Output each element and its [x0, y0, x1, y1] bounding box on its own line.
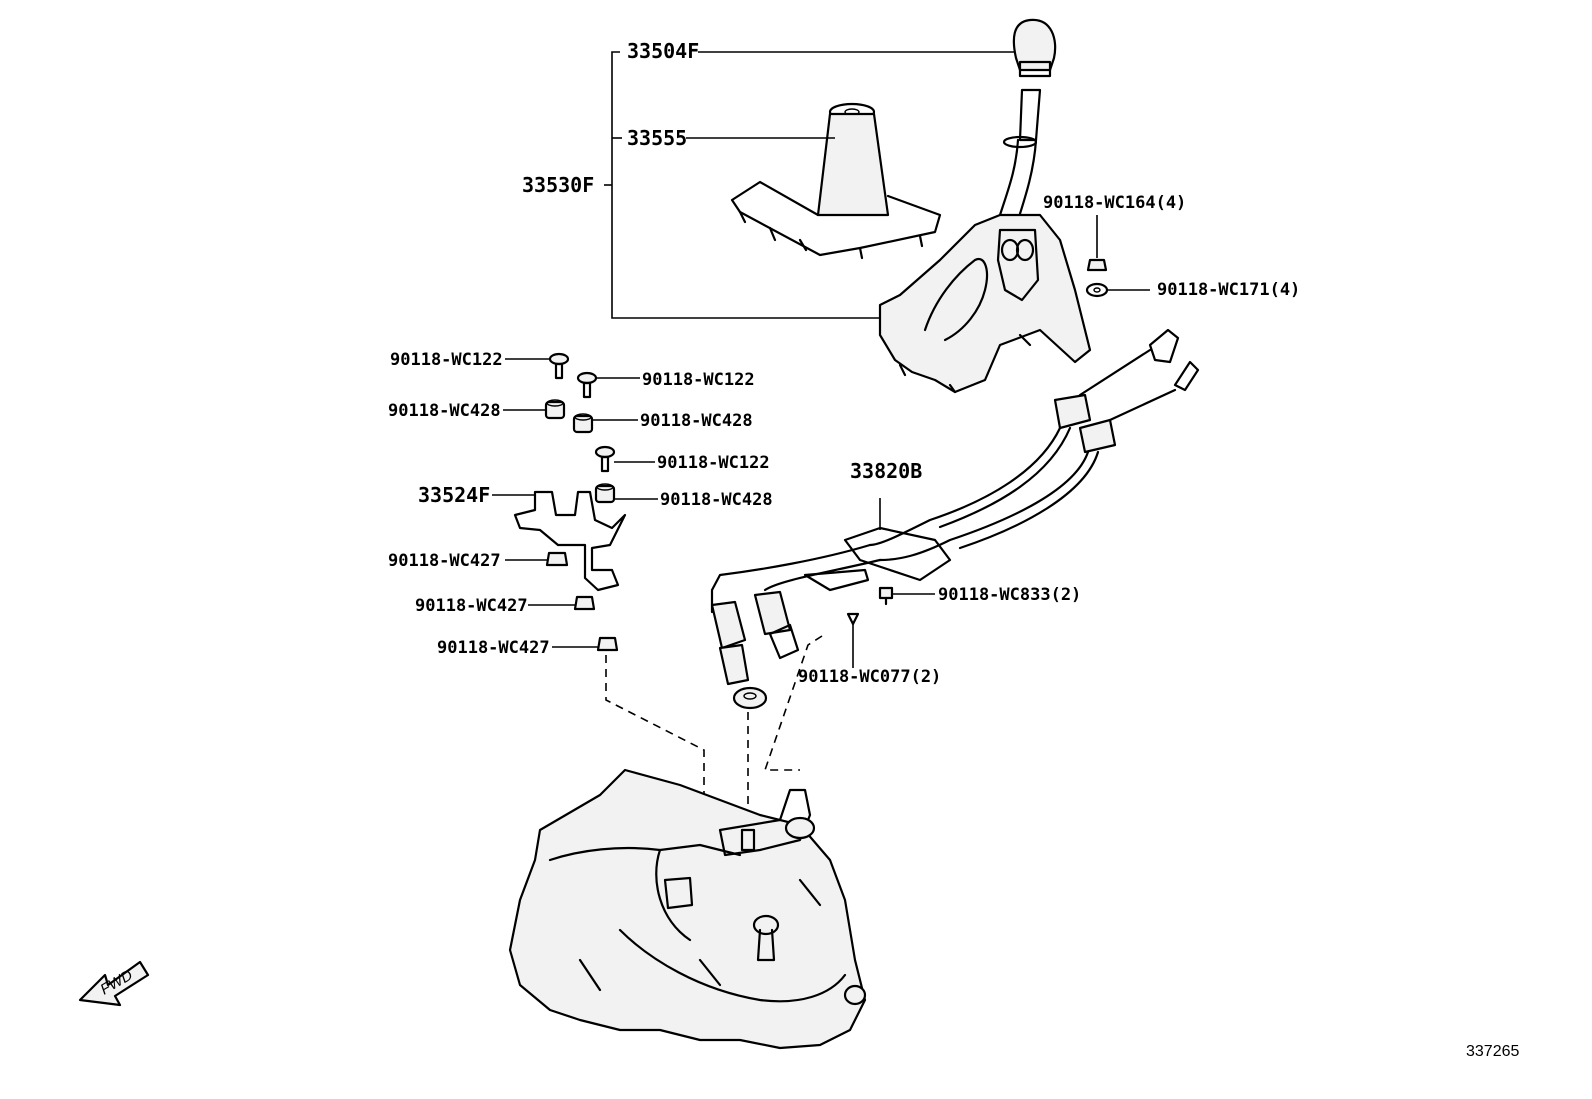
- label-shift-knob: 33504F: [627, 39, 699, 63]
- diagram-code: 337265: [1466, 1043, 1519, 1060]
- fwd-arrow-icon: FWD: [78, 960, 150, 1007]
- label-nut-c427-a: 90118-WC427: [388, 551, 501, 571]
- shift-lever-housing-drawing: [878, 213, 1092, 394]
- nut-c164-drawing: [1086, 215, 1108, 272]
- label-shift-lever-assy: 33530F: [522, 173, 594, 197]
- bush-c428-a-drawing: [503, 399, 566, 420]
- label-boot: 33555: [627, 126, 687, 150]
- shift-knob-drawing: [998, 18, 1057, 222]
- shift-boot-drawing: [730, 102, 942, 260]
- bush-c428-b-drawing: [572, 413, 638, 434]
- clip-c077-drawing: [846, 612, 860, 668]
- bush-c428-c-drawing: [594, 483, 658, 504]
- label-nut-c427-b: 90118-WC427: [415, 596, 528, 616]
- bracket-33524f-drawing: [492, 490, 627, 592]
- bolt-c122-a-drawing: [505, 352, 570, 380]
- label-bolt-c122-c: 90118-WC122: [657, 453, 770, 473]
- label-bush-c428-a: 90118-WC428: [388, 401, 501, 421]
- label-bush-c428-c: 90118-WC428: [660, 490, 773, 510]
- label-bolt-c122-b: 90118-WC122: [642, 370, 755, 390]
- label-bush-c428-b: 90118-WC428: [640, 411, 753, 431]
- label-bolt-c122-a: 90118-WC122: [390, 350, 503, 370]
- bolt-c122-b-drawing: [576, 371, 640, 399]
- label-bolt-c833: 90118-WC833(2): [938, 585, 1081, 605]
- label-nut-c164: 90118-WC164(4): [1043, 193, 1186, 213]
- installation-leaders: [605, 635, 823, 825]
- label-clip-c077: 90118-WC077(2): [798, 667, 941, 687]
- washer-c171-drawing: [1085, 282, 1150, 298]
- nut-c427-c-drawing: [552, 636, 619, 652]
- label-cable-assy: 33820B: [850, 459, 922, 483]
- label-nut-c427-c: 90118-WC427: [437, 638, 550, 658]
- labels: 33504F 33555 33530F 90118-WC164(4) 90118…: [388, 39, 1519, 1060]
- shift-lever-assembly-bracket: [604, 51, 888, 319]
- bolt-c833-drawing: [878, 586, 935, 606]
- bolt-c122-c-drawing: [594, 445, 655, 473]
- label-bracket: 33524F: [418, 483, 490, 507]
- shift-cables-drawing: [710, 328, 1200, 710]
- nut-c427-a-drawing: [505, 551, 569, 567]
- nut-c427-b-drawing: [528, 595, 596, 611]
- label-washer-c171: 90118-WC171(4): [1157, 280, 1300, 300]
- transaxle-drawing: [508, 768, 867, 1050]
